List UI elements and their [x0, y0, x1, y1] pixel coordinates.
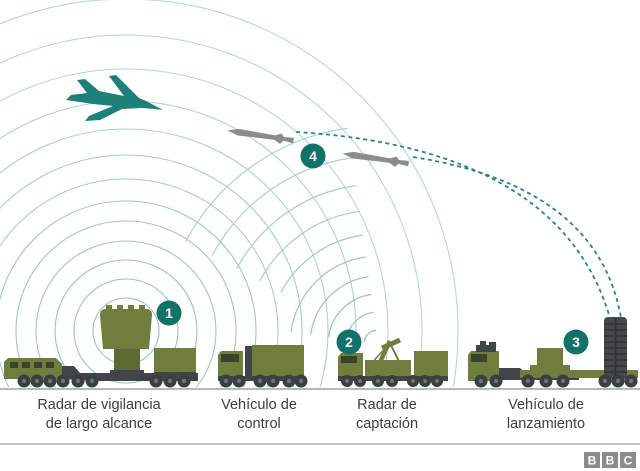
svg-text:de largo alcance: de largo alcance [46, 416, 152, 432]
svg-text:Vehículo de: Vehículo de [508, 397, 584, 413]
radar-dome-icon [100, 309, 152, 349]
svg-text:1: 1 [165, 305, 173, 321]
svg-text:Radar de: Radar de [357, 397, 417, 413]
missile-icon-1 [227, 128, 294, 144]
svg-text:Vehículo de: Vehículo de [221, 397, 297, 413]
svg-text:2: 2 [345, 334, 353, 350]
missile-trajectory-paths [295, 131, 622, 319]
label-control-vehicle: Vehículo de control [221, 397, 297, 432]
svg-text:B: B [606, 454, 615, 468]
svg-text:4: 4 [309, 148, 317, 164]
control-vehicle [218, 345, 308, 388]
svg-text:B: B [588, 454, 597, 468]
svg-text:lanzamiento: lanzamiento [507, 416, 585, 432]
badge-2: 2 [336, 329, 362, 355]
launch-vehicle [468, 317, 638, 388]
acquisition-radar-vehicle [338, 337, 448, 387]
trajectory-path-1 [295, 131, 611, 319]
missile-icon-2 [342, 151, 409, 167]
svg-text:Radar de vigilancia: Radar de vigilancia [37, 397, 161, 413]
svg-text:control: control [237, 416, 281, 432]
vehicle-labels: Radar de vigilancia de largo alcance Veh… [37, 397, 585, 432]
bbc-logo: B B C [584, 452, 636, 468]
badge-3: 3 [563, 329, 589, 355]
svg-text:3: 3 [572, 334, 580, 350]
svg-text:C: C [624, 454, 633, 468]
badge-4: 4 [300, 143, 326, 169]
trajectory-path-2 [412, 156, 622, 319]
aircraft-icon [66, 75, 163, 121]
surveillance-radar-vehicle [4, 305, 198, 388]
launch-tubes-icon [604, 317, 627, 379]
badge-1: 1 [156, 300, 182, 326]
svg-text:captación: captación [356, 416, 418, 432]
label-surveillance-radar: Radar de vigilancia de largo alcance [37, 397, 161, 432]
label-acquisition-radar: Radar de captación [356, 397, 418, 432]
label-launch-vehicle: Vehículo de lanzamiento [507, 397, 585, 432]
